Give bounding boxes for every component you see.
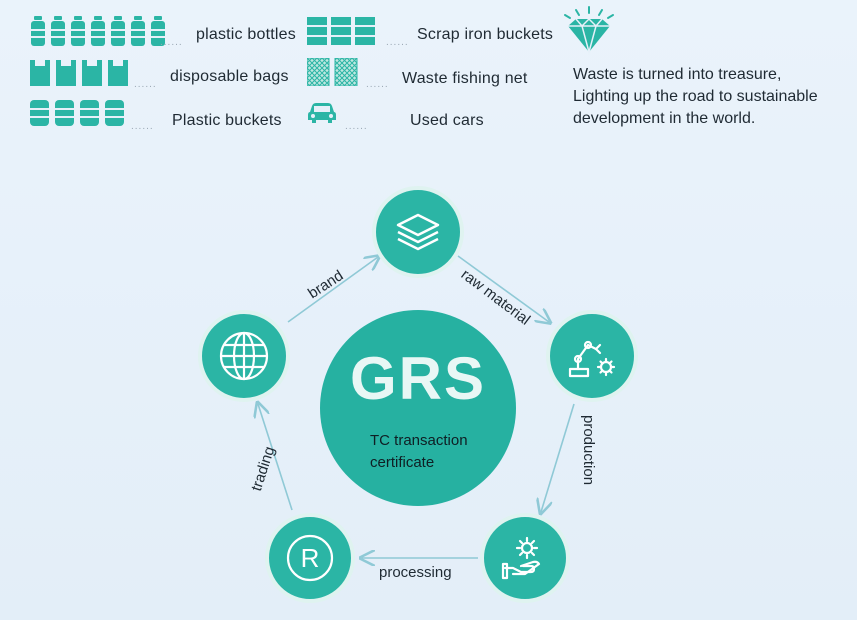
arrow-production: [541, 403, 575, 512]
diamond-icon: [564, 6, 614, 55]
hub-subtitle-line-2: certificate: [370, 454, 435, 471]
scrap-iron-icons: [307, 17, 377, 45]
tagline-line-3: development in the world.: [573, 110, 756, 127]
arrow-brand: [287, 257, 378, 323]
tagline-line-2: Lighting up the road to sustainable: [573, 88, 818, 105]
plastic-bottle-icon: [31, 16, 165, 46]
hub-subtitle: TC transaction certificate: [370, 430, 468, 474]
legend-label-disposable-bags: disposable bags: [170, 68, 289, 85]
trademark-node: R: [265, 513, 355, 603]
leader-dots: ......: [386, 37, 409, 48]
legend-label-scrap-iron-buckets: Scrap iron buckets: [417, 26, 554, 43]
hub-title: GRS: [349, 345, 487, 412]
leader-dots: ......: [160, 37, 183, 48]
tagline: Waste is turned into treasure, Lighting …: [573, 64, 818, 130]
fishing-net-icon: [307, 58, 358, 86]
leader-dots: ......: [134, 79, 157, 90]
robot-arm-gear-icon: [568, 340, 616, 378]
legend-label-waste-fishing-net: Waste fishing net: [402, 70, 528, 87]
svg-text:R: R: [301, 543, 320, 573]
legend-label-used-cars: Used cars: [410, 112, 484, 129]
plastic-buckets-icons: [30, 100, 125, 126]
globe-node: [198, 310, 290, 402]
tagline-line-1: Waste is turned into treasure,: [573, 66, 782, 83]
processing-node: [480, 513, 570, 603]
production-node: [546, 310, 638, 402]
leader-dots: ......: [366, 79, 389, 90]
leader-dots: ......: [131, 121, 154, 132]
arrow-trading: [258, 404, 293, 511]
arrow-raw-material: [457, 255, 549, 322]
used-cars-icons: [307, 102, 337, 124]
raw-material-node: [372, 186, 464, 278]
car-icon: [308, 103, 336, 123]
registered-trademark-icon: R: [286, 534, 334, 582]
disposable-bags-icons: [30, 60, 130, 86]
leader-dots: ......: [345, 121, 368, 132]
grs-hub: [320, 310, 516, 506]
gear-hand-icon: [501, 536, 541, 580]
legend-label-plastic-buckets: Plastic buckets: [172, 112, 282, 129]
bucket-icon: [30, 100, 124, 126]
shopping-bag-icon: [30, 60, 128, 86]
fishing-net-icons: [307, 58, 359, 86]
iron-barrel-icon: [307, 17, 375, 45]
layers-icon: [396, 213, 440, 251]
edge-label-processing: processing: [379, 564, 452, 581]
edge-label-production: production: [580, 415, 597, 486]
hub-subtitle-line-1: TC transaction: [370, 432, 468, 449]
globe-icon: [219, 331, 269, 381]
plastic-bottles-icons: [30, 16, 170, 46]
legend-label-plastic-bottles: plastic bottles: [196, 26, 296, 43]
